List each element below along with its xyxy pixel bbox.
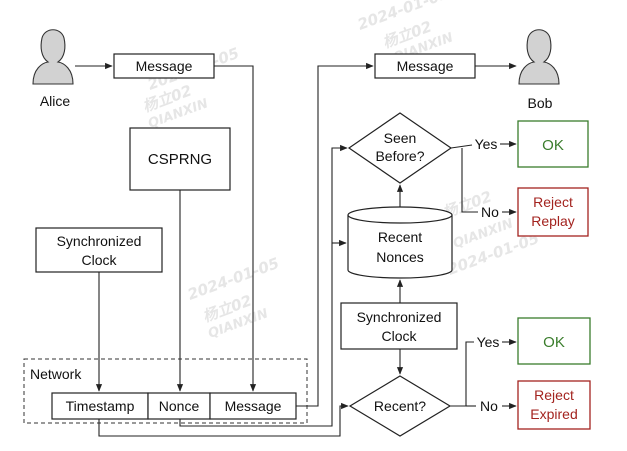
- recent-decision: [348, 375, 452, 437]
- seen-yes-label: Yes: [475, 136, 498, 152]
- csprng-box: [129, 127, 231, 191]
- packet-message-label: Message: [225, 398, 282, 414]
- recent-nonces-label-line1: Recent: [378, 229, 422, 245]
- sync-clock-left-label-line2: Clock: [81, 252, 117, 268]
- recent-no-label: No: [480, 398, 498, 414]
- bob-label: Bob: [528, 95, 553, 111]
- sync-clock-left-box: [35, 227, 163, 273]
- recent-yes-line: [450, 341, 474, 407]
- packet-to-message-arrow: [296, 62, 374, 407]
- network-region: [23, 358, 308, 424]
- reject-expired-box: [517, 380, 591, 430]
- message-box-alice: [113, 53, 215, 79]
- seen-before-label-line1: Seen: [384, 130, 417, 146]
- recent-yes-label: Yes: [477, 334, 500, 350]
- ok-box-1: [517, 120, 589, 168]
- reject-replay-label-line1: Reject: [533, 194, 573, 210]
- reject-expired-label-line1: Reject: [534, 387, 574, 403]
- nonce-to-seen-arrow: [179, 144, 348, 427]
- ok-label-2: OK: [543, 334, 565, 351]
- sync-clock-right-label-line1: Synchronized: [357, 309, 442, 325]
- bob-person-icon: [518, 29, 560, 85]
- reject-expired-label-line2: Expired: [530, 406, 577, 422]
- reject-replay-label-line2: Replay: [531, 213, 575, 229]
- recent-decision-label: Recent?: [374, 398, 426, 414]
- packet-message-field: [209, 392, 297, 420]
- packet-timestamp-field: [51, 392, 149, 420]
- sync-clock-right-label-line2: Clock: [381, 328, 417, 344]
- network-label: Network: [30, 366, 82, 382]
- ok-box-2: [517, 317, 591, 365]
- seen-before-label-line2: Before?: [375, 148, 424, 164]
- packet-nonce-label: Nonce: [159, 398, 200, 414]
- timestamp-to-recent-arrow: [98, 402, 349, 437]
- seen-before-decision: [347, 112, 453, 184]
- sync-clock-right-box: [340, 302, 458, 350]
- message-to-packet-arrow: [214, 65, 257, 392]
- message-box-bob-label: Message: [397, 58, 454, 74]
- csprng-label: CSPRNG: [148, 151, 212, 168]
- seen-no-line: [461, 148, 478, 213]
- ok-label-1: OK: [542, 137, 564, 154]
- recent-nonces-database: [347, 206, 453, 279]
- packet-timestamp-label: Timestamp: [66, 398, 135, 414]
- connectors: [75, 62, 517, 437]
- reject-replay-box: [517, 187, 589, 237]
- message-box-alice-label: Message: [136, 58, 193, 74]
- alice-person-icon: [32, 29, 74, 85]
- alice-label: Alice: [40, 93, 71, 109]
- message-box-bob: [374, 53, 476, 79]
- sync-clock-left-label-line1: Synchronized: [57, 233, 142, 249]
- recent-nonces-label-line2: Nonces: [376, 249, 423, 265]
- packet-nonce-field: [147, 392, 211, 420]
- seen-no-label: No: [481, 204, 499, 220]
- seen-yes-line: [450, 144, 473, 149]
